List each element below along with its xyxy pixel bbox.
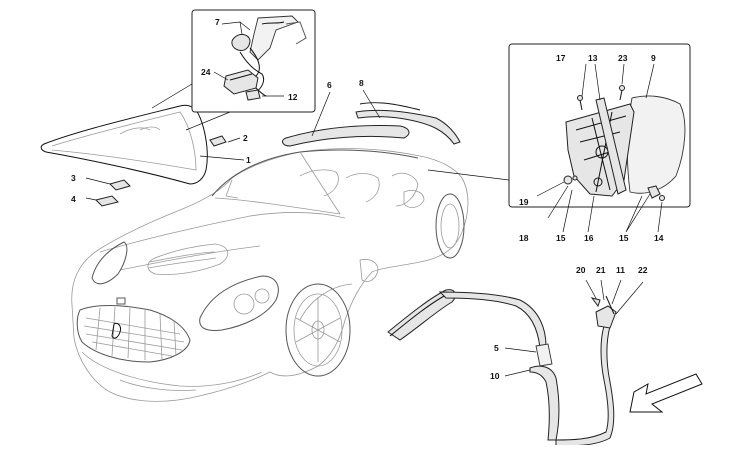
callout-13: 13 xyxy=(588,53,598,63)
door-seal-parts xyxy=(387,279,644,447)
callout-16: 16 xyxy=(584,233,594,243)
callout-15a: 15 xyxy=(556,233,566,243)
car-illustration xyxy=(71,148,469,402)
callout-10: 10 xyxy=(490,371,500,381)
callout-22: 22 xyxy=(638,265,648,275)
callout-12: 12 xyxy=(288,92,298,102)
callout-8: 8 xyxy=(359,78,364,88)
callout-23: 23 xyxy=(618,53,628,63)
roof-trim-parts xyxy=(282,89,461,147)
callout-21: 21 xyxy=(596,265,606,275)
callout-14: 14 xyxy=(654,233,664,243)
callout-3: 3 xyxy=(71,173,76,183)
callout-15b: 15 xyxy=(619,233,629,243)
callout-9: 9 xyxy=(651,53,656,63)
callout-6: 6 xyxy=(327,80,332,90)
callout-4: 4 xyxy=(71,194,76,204)
callout-1: 1 xyxy=(246,155,251,165)
small-parts-left xyxy=(85,135,245,207)
callout-24: 24 xyxy=(201,67,211,77)
callout-5: 5 xyxy=(494,343,499,353)
window-regulator-inset xyxy=(508,43,691,233)
callout-18: 18 xyxy=(519,233,529,243)
callout-17: 17 xyxy=(556,53,566,63)
callout-7: 7 xyxy=(215,17,220,27)
callout-labels: 7 24 12 6 8 2 1 3 4 17 13 23 9 19 18 15 … xyxy=(71,17,664,381)
front-direction-arrow-icon xyxy=(629,373,703,413)
callout-20: 20 xyxy=(576,265,586,275)
mirror-sensor-inset xyxy=(191,9,316,113)
callout-2: 2 xyxy=(243,133,248,143)
callout-11: 11 xyxy=(616,265,625,275)
windshield-part xyxy=(40,104,208,185)
callout-19: 19 xyxy=(519,197,529,207)
